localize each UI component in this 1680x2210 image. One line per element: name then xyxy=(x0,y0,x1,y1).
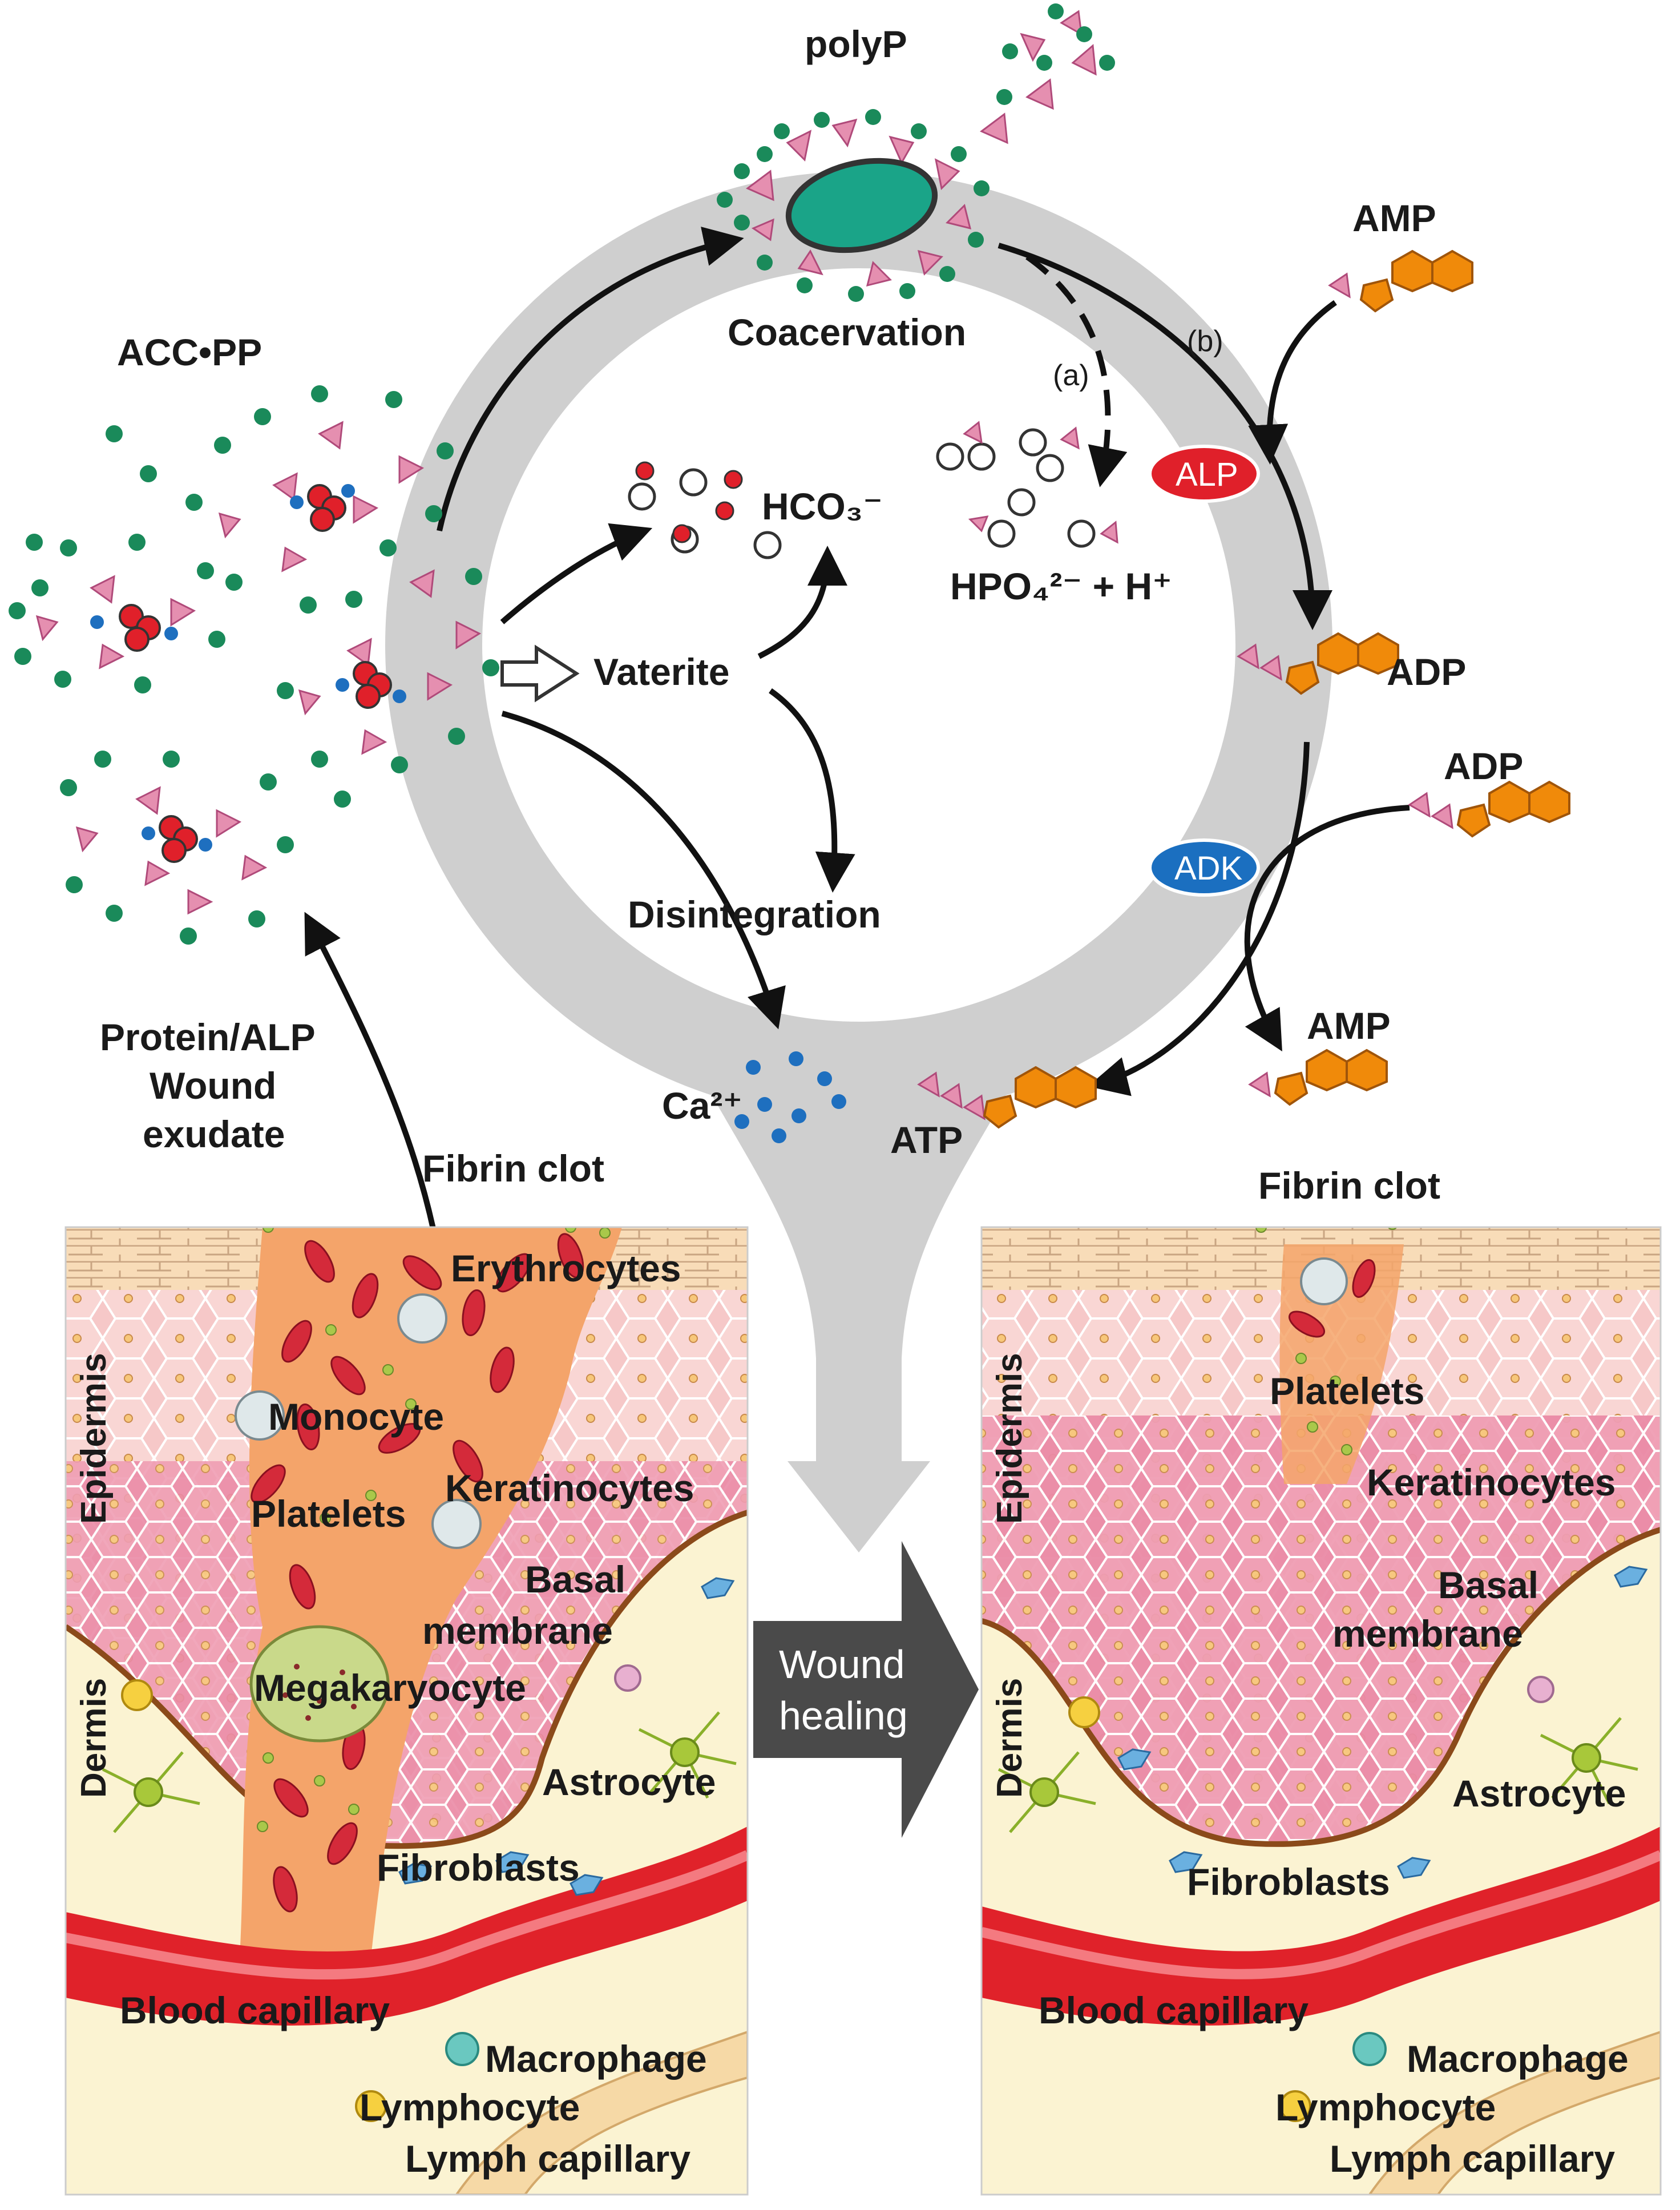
right-epidermis-label: Epidermis xyxy=(990,1353,1029,1524)
right-astrocyte-label: Astrocyte xyxy=(1452,1772,1626,1814)
arrow-acc-to-hco3 xyxy=(500,523,653,624)
right-basal-line2: membrane xyxy=(1332,1612,1523,1655)
left-dermis-label: Dermis xyxy=(74,1678,114,1798)
left-platelets-label: Platelets xyxy=(251,1493,406,1535)
phosphate-ions xyxy=(936,421,1118,548)
arrow-adp-to-atp xyxy=(1088,741,1310,1096)
right-fibroblasts-label: Fibroblasts xyxy=(1187,1861,1390,1903)
adk-label: ADK xyxy=(1174,850,1243,887)
funnel-arrowhead xyxy=(788,1461,930,1552)
wound-healing-line1: Wound xyxy=(779,1642,905,1687)
adp-right-label: ADP xyxy=(1387,651,1466,693)
right-lymphocyte-label: Lymphocyte xyxy=(1275,2086,1496,2128)
amp-output-label: AMP xyxy=(1307,1005,1391,1047)
adp-right-molecule xyxy=(1237,632,1399,695)
right-dermis-label: Dermis xyxy=(990,1678,1029,1798)
left-skin-panel: Fibrin clot Erythrocytes Monocyte Platel… xyxy=(64,1147,749,2196)
right-basal-line1: Basal xyxy=(1438,1564,1538,1606)
disintegration-label: Disintegration xyxy=(628,893,881,935)
acc-pp-cluster xyxy=(9,385,499,945)
arrow-a-dashed xyxy=(1025,254,1128,487)
coacervation-label: Coacervation xyxy=(728,311,966,353)
amp-top-molecule xyxy=(1328,249,1473,313)
right-fibrin-clot-label: Fibrin clot xyxy=(1258,1164,1440,1207)
left-fibroblasts-label: Fibroblasts xyxy=(377,1846,580,1889)
bicarbonate-ions xyxy=(628,461,782,559)
left-blood-capillary-label: Blood capillary xyxy=(120,1989,390,2031)
hpo4-label: HPO₄²⁻ + H⁺ xyxy=(950,565,1172,607)
hollow-arrow-vaterite xyxy=(500,644,580,703)
ca-label: Ca²⁺ xyxy=(662,1084,742,1127)
arrow-vaterite-to-disintegration xyxy=(769,688,855,893)
left-fibrin-clot-label: Fibrin clot xyxy=(422,1147,604,1189)
left-macrophage-label: Macrophage xyxy=(485,2038,707,2080)
vaterite-label: Vaterite xyxy=(593,651,729,693)
left-megakaryocyte-label: Megakaryocyte xyxy=(254,1667,526,1709)
acc-pp-label: ACC•PP xyxy=(117,331,262,373)
right-keratinocytes-label: Keratinocytes xyxy=(1367,1461,1616,1503)
calcium-ions xyxy=(734,1051,846,1143)
step-a-label: (a) xyxy=(1053,359,1089,392)
right-skin-panel: Fibrin clot Platelets Keratinocytes Basa… xyxy=(980,1164,1662,2196)
right-blood-capillary-label: Blood capillary xyxy=(1039,1989,1309,2031)
wound-healing-line2: healing xyxy=(779,1693,908,1738)
alp-enzyme: ALP xyxy=(1148,445,1260,503)
atp-molecule xyxy=(917,1066,1097,1129)
polyp-label: polyP xyxy=(805,23,907,65)
alp-label: ALP xyxy=(1176,456,1238,493)
wound-healing-arrow: Wound healing xyxy=(753,1541,979,1838)
left-basal-line1: Basal xyxy=(525,1558,625,1600)
left-keratinocytes-label: Keratinocytes xyxy=(445,1467,694,1509)
left-astrocyte-label: Astrocyte xyxy=(542,1761,716,1803)
left-basal-line2: membrane xyxy=(422,1610,613,1652)
adp-input-label: ADP xyxy=(1444,745,1523,787)
polyp-coacervate xyxy=(717,3,1115,302)
adp-input-molecule xyxy=(1408,780,1570,838)
arrow-coacervate-to-adp xyxy=(998,243,1332,630)
arrow-adp-to-amp xyxy=(1244,805,1410,1052)
exudate-line1: Protein/ALP xyxy=(100,1016,316,1058)
left-lymphocyte-label: Lymphocyte xyxy=(360,2086,580,2128)
hco3-label: HCO₃⁻ xyxy=(762,485,883,527)
left-monocyte-label: Monocyte xyxy=(268,1396,444,1438)
funnel-shape xyxy=(696,1067,1021,1461)
amp-top-label: AMP xyxy=(1352,197,1436,239)
right-platelets-label: Platelets xyxy=(1270,1370,1424,1412)
step-b-label: (b) xyxy=(1187,325,1223,358)
adk-enzyme: ADK xyxy=(1148,838,1260,897)
arrow-vaterite-to-hco3 xyxy=(757,546,847,659)
exudate-line3: exudate xyxy=(143,1113,285,1155)
left-epidermis-label: Epidermis xyxy=(74,1353,114,1524)
arrow-amp-in xyxy=(1248,300,1337,465)
arrow-acc-to-ca xyxy=(501,711,786,1030)
arrow-acc-to-coacervate xyxy=(437,227,744,532)
left-erythrocytes-label: Erythrocytes xyxy=(451,1247,681,1289)
right-lymph-capillary-label: Lymph capillary xyxy=(1330,2138,1615,2180)
right-macrophage-label: Macrophage xyxy=(1407,2038,1629,2080)
amp-output-molecule xyxy=(1248,1048,1388,1106)
left-lymph-capillary-label: Lymph capillary xyxy=(405,2138,690,2180)
atp-label: ATP xyxy=(890,1119,963,1161)
cycle-group: polyP Coacervation HCO₃⁻ xyxy=(9,3,1570,1552)
exudate-line2: Wound xyxy=(150,1064,276,1107)
